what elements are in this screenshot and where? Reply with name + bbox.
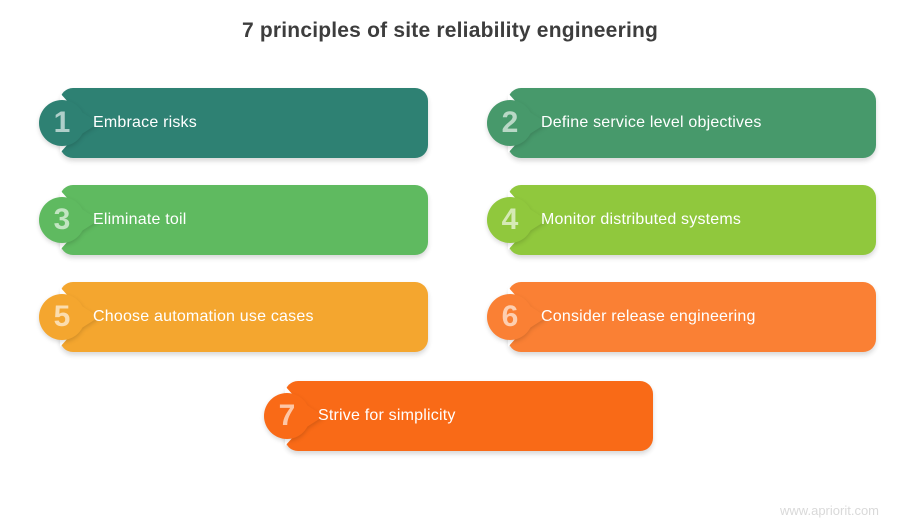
principle-number: 7 bbox=[278, 399, 296, 432]
principle-label: Eliminate toil bbox=[93, 211, 187, 228]
number-badge-icon bbox=[263, 392, 325, 440]
principle-item: 7 Strive for simplicity bbox=[245, 381, 653, 451]
principle-label: Choose automation use cases bbox=[93, 308, 314, 325]
number-badge-icon bbox=[486, 293, 548, 341]
principle-bar bbox=[60, 88, 428, 158]
principle-item: 6 Consider release engineering bbox=[468, 282, 876, 352]
principle-bar bbox=[508, 88, 876, 158]
principle-item: 3 Eliminate toil bbox=[20, 185, 428, 255]
principle-bar bbox=[508, 282, 876, 352]
number-badge-icon bbox=[38, 196, 100, 244]
principle-item: 5 Choose automation use cases bbox=[20, 282, 428, 352]
principle-label: Embrace risks bbox=[93, 114, 197, 131]
principle-number: 6 bbox=[501, 300, 519, 333]
principle-number: 3 bbox=[53, 203, 71, 236]
watermark: www.apriorit.com bbox=[780, 503, 879, 518]
number-badge-icon bbox=[38, 293, 100, 341]
number-badge-icon bbox=[38, 99, 100, 147]
principle-number: 4 bbox=[501, 203, 519, 236]
principle-bar bbox=[60, 282, 428, 352]
principle-label: Strive for simplicity bbox=[318, 407, 456, 424]
principle-label: Define service level objectives bbox=[541, 114, 762, 131]
number-badge-icon bbox=[486, 99, 548, 147]
principle-bar bbox=[285, 381, 653, 451]
principle-bar bbox=[508, 185, 876, 255]
principle-bar bbox=[60, 185, 428, 255]
principle-item: 2 Define service level objectives bbox=[468, 88, 876, 158]
principle-item: 1 Embrace risks bbox=[20, 88, 428, 158]
page-title: 7 principles of site reliability enginee… bbox=[241, 19, 659, 42]
principle-number: 1 bbox=[53, 106, 71, 139]
principle-label: Monitor distributed systems bbox=[541, 211, 742, 228]
principle-label: Consider release engineering bbox=[541, 308, 756, 325]
number-badge-icon bbox=[486, 196, 548, 244]
principle-number: 5 bbox=[53, 300, 71, 333]
principle-item: 4 Monitor distributed systems bbox=[468, 185, 876, 255]
principle-number: 2 bbox=[501, 106, 519, 139]
